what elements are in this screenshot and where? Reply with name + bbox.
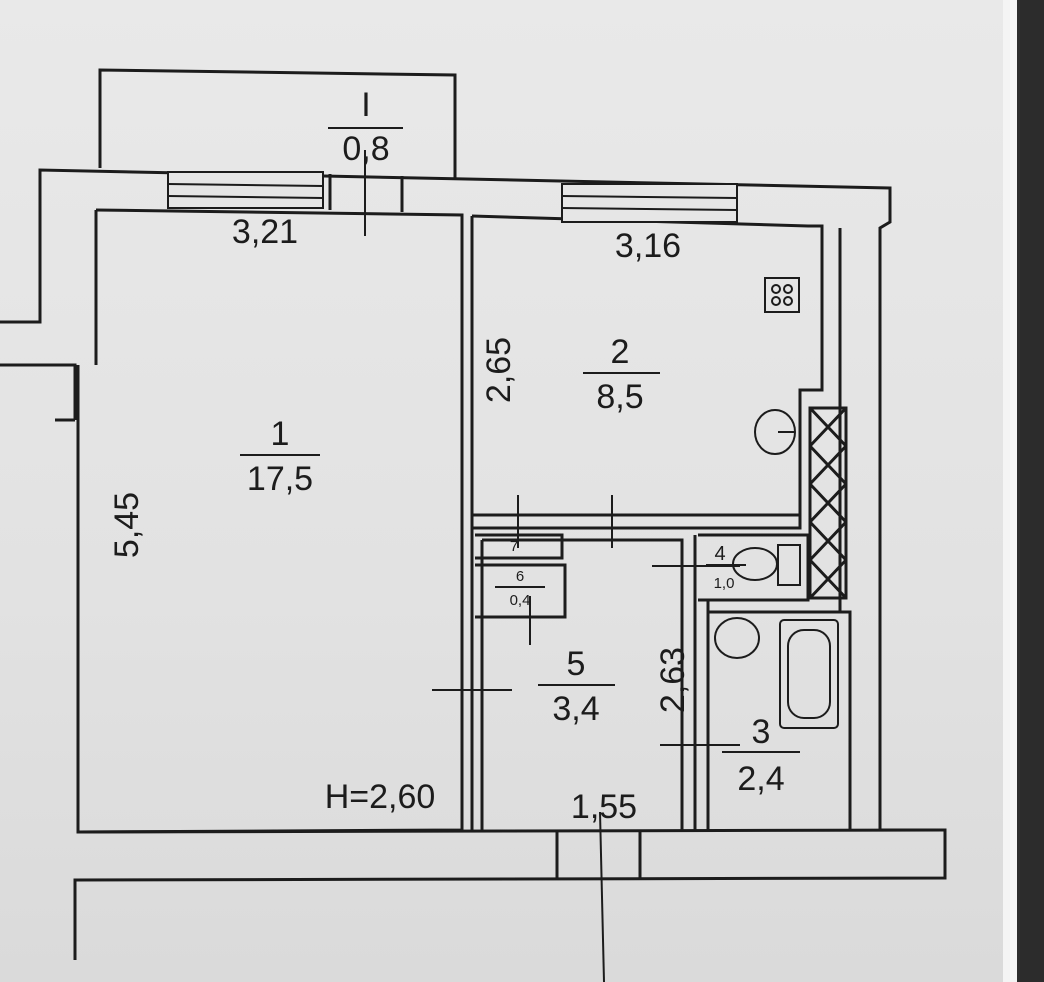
dark-edge [1017,0,1044,982]
room5-area: 3,4 [552,690,599,728]
balcony-area: 0,8 [342,130,389,168]
room3-area: 2,4 [737,760,784,798]
room5-outline [480,538,684,830]
stove-burner-icon [783,296,793,306]
window-room1-panes [167,183,324,199]
stove-icon [764,277,800,313]
bathtub-inner-icon [787,629,831,719]
vent-shaft-cross [808,406,848,600]
closet-6 [475,563,567,619]
toilet-tank-icon [777,544,801,586]
floor-plan: 1 17,5 2 8,5 3 2,4 4 1,0 5 3,4 6 0,4 7 I… [0,68,947,982]
dim-room2-length: 2,65 [480,337,518,403]
dim-room5-length: 2,63 [654,647,692,713]
room6-number: 6 [516,568,524,585]
room2-number: 2 [611,333,630,371]
room4-number: 4 [714,543,725,565]
dim-room5-width: 1,55 [571,788,637,826]
room5-right-wall [693,535,710,830]
dim-room1-length: 5,45 [108,492,146,558]
room1-number: 1 [271,415,290,453]
entrance-door [555,830,642,878]
room1-area: 17,5 [247,460,313,498]
dim-room1-width: 3,21 [232,213,298,251]
door-mark-kitchen [517,495,613,548]
bottom-wall-inner [77,828,946,834]
stove-burner-icon [783,284,793,294]
room7-number: 7 [510,538,518,555]
kitchen-lower-wall [472,515,802,530]
ceiling-height: H=2,60 [325,778,436,816]
toilet-room [698,533,810,602]
room6-area: 0,4 [510,592,531,609]
partition-1-2 [460,215,474,830]
balcony-number: I [361,86,370,124]
room2-area: 8,5 [596,378,643,416]
outer-wall-left-bottom [0,363,77,420]
room3-number: 3 [752,713,771,751]
bath-sink-icon [714,617,760,659]
vent-shaft [808,406,848,600]
bathtub-icon [779,619,839,729]
window-room2 [561,183,738,223]
door-mark-entrance [599,811,605,982]
page-divider [1003,0,1017,982]
room4-area: 1,0 [714,575,735,592]
room5-number: 5 [567,645,586,683]
balcony-outline [98,68,457,178]
stove-burner-icon [771,284,781,294]
stove-burner-icon [771,296,781,306]
balcony-door [328,174,404,212]
bathroom-room [708,610,852,830]
outer-wall-outer-line [0,168,947,960]
window-room1 [167,171,324,209]
dim-room2-width: 3,16 [615,227,681,265]
window-room2-panes [561,195,738,211]
floor-plan-sheet: 1 17,5 2 8,5 3 2,4 4 1,0 5 3,4 6 0,4 7 I… [0,0,1003,982]
